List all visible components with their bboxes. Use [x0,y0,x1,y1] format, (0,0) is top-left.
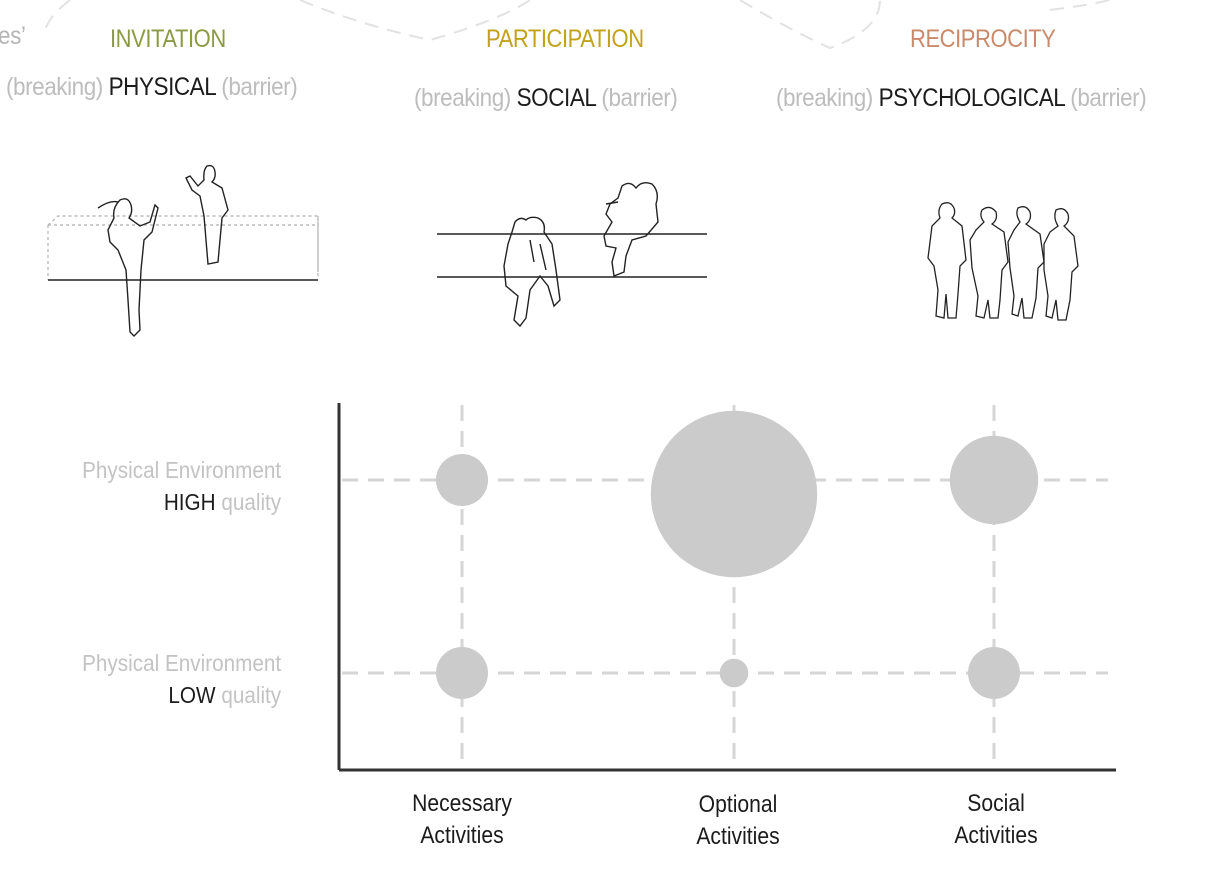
x-label-line1: Necessary [412,790,512,817]
bubble-social-high [949,435,1039,525]
y-label-suffix: quality [221,682,281,708]
x-label-optional: Optional Activities [650,789,826,853]
x-label-line2: Activities [696,823,780,850]
bubble-optional-high [650,410,818,578]
y-label-key: HIGH [163,489,216,515]
bubble-necessary-low [436,647,488,699]
stage-title-invitation: INVITATION [110,25,226,53]
y-label-key: LOW [168,682,216,708]
barrier-key: PSYCHOLOGICAL [878,84,1065,112]
x-label-line1: Optional [698,791,778,818]
barrier-suffix: (barrier) [601,84,678,112]
x-label-line2: Activities [954,822,1038,849]
barrier-suffix: (barrier) [1070,84,1147,112]
x-label-line2: Activities [420,822,504,849]
stage-title-reciprocity: RECIPROCITY [910,25,1056,53]
barrier-prefix: (breaking) [776,84,873,112]
barrier-key: SOCIAL [516,84,596,112]
barrier-psychological: (breaking) PSYCHOLOGICAL (barrier) [776,84,1147,113]
edge-fragment-text: es’ [0,22,26,50]
x-label-social: Social Activities [908,788,1084,852]
stage-title-participation: PARTICIPATION [486,25,644,53]
x-label-line1: Social [967,790,1025,817]
barrier-social: (breaking) SOCIAL (barrier) [414,84,678,113]
barrier-physical: (breaking) PHYSICAL (barrier) [6,73,298,102]
y-label-line1: Physical Environment [81,457,281,483]
y-label-high: Physical Environment HIGH quality [82,454,281,518]
bubble-necessary-high [436,454,488,506]
y-label-line1: Physical Environment [81,650,281,676]
y-label-low: Physical Environment LOW quality [82,647,281,711]
barrier-suffix: (barrier) [221,73,298,101]
barrier-prefix: (breaking) [6,73,103,101]
barrier-key: PHYSICAL [108,73,216,101]
bubble-optional-low [719,658,749,688]
bubble-social-low [968,647,1020,699]
x-label-necessary: Necessary Activities [374,788,550,852]
barrier-prefix: (breaking) [414,84,511,112]
y-label-suffix: quality [221,489,281,515]
